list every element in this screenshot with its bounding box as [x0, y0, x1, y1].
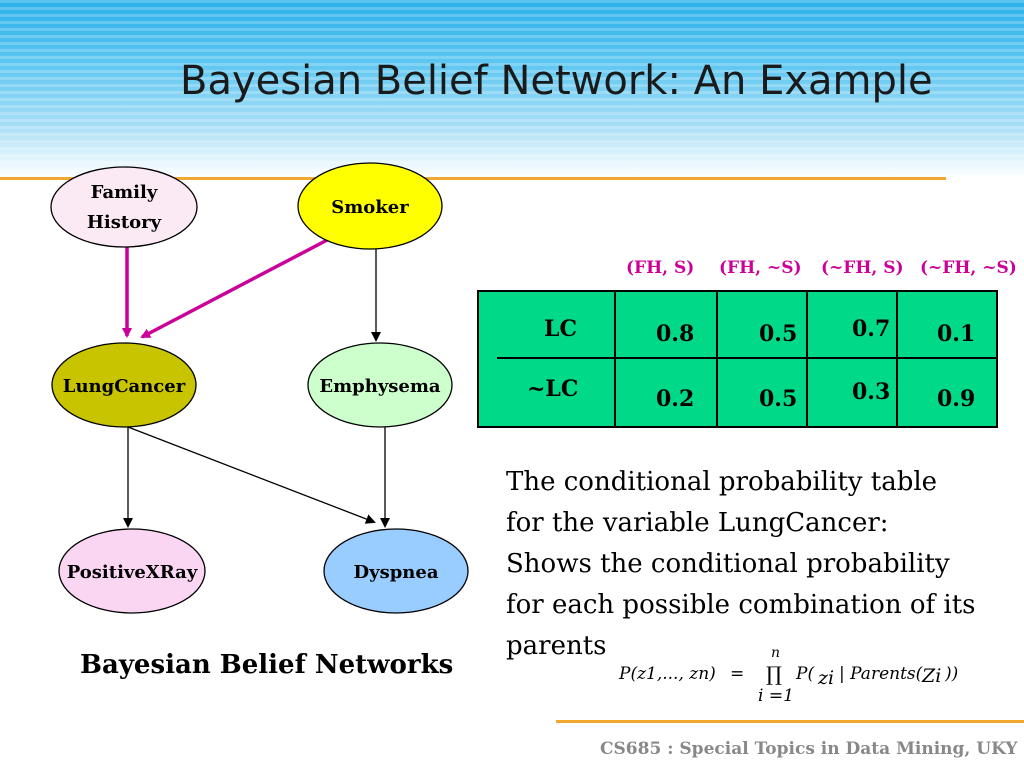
cpt-row-divider-5 [898, 357, 996, 359]
cpt-cell: 0.5 [759, 321, 798, 347]
cpt-row-divider-4 [808, 357, 896, 359]
cpt-description-line: The conditional probability table [506, 467, 938, 497]
cpt-cell: 0.3 [852, 379, 891, 405]
cpt-description-line: for each possible combination of its [506, 590, 976, 620]
cpt-column-header-4: (~FH, ~S) [920, 258, 1017, 278]
formula-equals: = [730, 664, 745, 684]
node-family-history-label-1: Family [91, 182, 158, 203]
cpt-cell: 0.9 [937, 386, 976, 412]
cpt-column-header-1: (FH, S) [626, 258, 695, 278]
cpt-row-label-not-lc: ~LC [527, 376, 579, 402]
node-positive-xray-label: PositiveXRay [67, 562, 198, 583]
conditional-probability-table: LC ~LC 0.8 0.5 0.7 0.1 0.2 0.5 0.3 0.9 [477, 290, 998, 428]
cpt-column-header-2: (FH, ~S) [719, 258, 802, 278]
cpt-row-label-lc: LC [544, 316, 577, 342]
bottom-divider [556, 720, 1024, 723]
node-family-history-shape [50, 166, 198, 248]
node-dyspnea: Dyspnea [323, 528, 469, 614]
cpt-description: The conditional probability table for th… [506, 462, 1011, 667]
formula-upper-bound: n [771, 645, 781, 661]
node-positive-xray-shape [58, 528, 206, 614]
edge-lungcancer-dyspnea [127, 426, 376, 524]
node-dyspnea-shape [323, 528, 469, 614]
slide-footer: CS685 : Special Topics in Data Mining, U… [600, 739, 1018, 759]
top-divider [0, 177, 946, 180]
formula-rhs-mid: | Parents( [839, 664, 923, 684]
edge-smoker-lungcancer [140, 236, 332, 339]
node-lung-cancer-label: LungCancer [63, 376, 186, 397]
node-emphysema-label: Emphysema [319, 376, 441, 397]
node-smoker-shape [297, 162, 443, 250]
cpt-divider-4 [896, 292, 898, 426]
node-family-history-label-2: History [87, 212, 162, 233]
cpt-description-line: Shows the conditional probability [506, 549, 950, 579]
header-band [0, 0, 1024, 178]
node-dyspnea-label: Dyspnea [354, 562, 439, 583]
cpt-cell: 0.1 [937, 321, 976, 347]
slide-title: Bayesian Belief Network: An Example [180, 58, 933, 104]
formula-z-i: zi [818, 667, 835, 689]
cpt-row-divider [497, 357, 616, 359]
cpt-cell: 0.7 [852, 316, 891, 342]
formula-rhs-prefix: P( [796, 664, 815, 684]
formula-rhs-suffix: )) [945, 664, 959, 684]
cpt-divider-3 [806, 292, 808, 426]
cpt-cell: 0.2 [656, 386, 695, 412]
node-positive-xray: PositiveXRay [58, 528, 206, 614]
cpt-description-line: for the variable LungCancer: [506, 508, 889, 538]
formula-product-symbol: ∏ [766, 662, 782, 686]
cpt-cell: 0.5 [759, 386, 798, 412]
cpt-row-divider-2 [616, 357, 716, 359]
cpt-divider-1 [614, 292, 616, 426]
formula-lhs: P(z1,..., zn) [619, 664, 716, 684]
cpt-description-line: parents [506, 631, 607, 661]
node-lung-cancer-shape [51, 342, 197, 428]
formula-Z-i: Zi [922, 665, 942, 687]
node-emphysema: Emphysema [307, 342, 453, 428]
cpt-row-divider-3 [718, 357, 806, 359]
cpt-divider-2 [716, 292, 718, 426]
cpt-column-header-3: (~FH, S) [821, 258, 904, 278]
node-smoker: Smoker [297, 162, 443, 250]
node-lung-cancer: LungCancer [51, 342, 197, 428]
diagram-caption: Bayesian Belief Networks [80, 650, 454, 680]
formula-lower-bound: i =1 [758, 686, 794, 706]
node-emphysema-shape [307, 342, 453, 428]
node-smoker-label: Smoker [331, 197, 409, 218]
node-family-history: Family History [50, 166, 198, 248]
cpt-cell: 0.8 [656, 321, 695, 347]
